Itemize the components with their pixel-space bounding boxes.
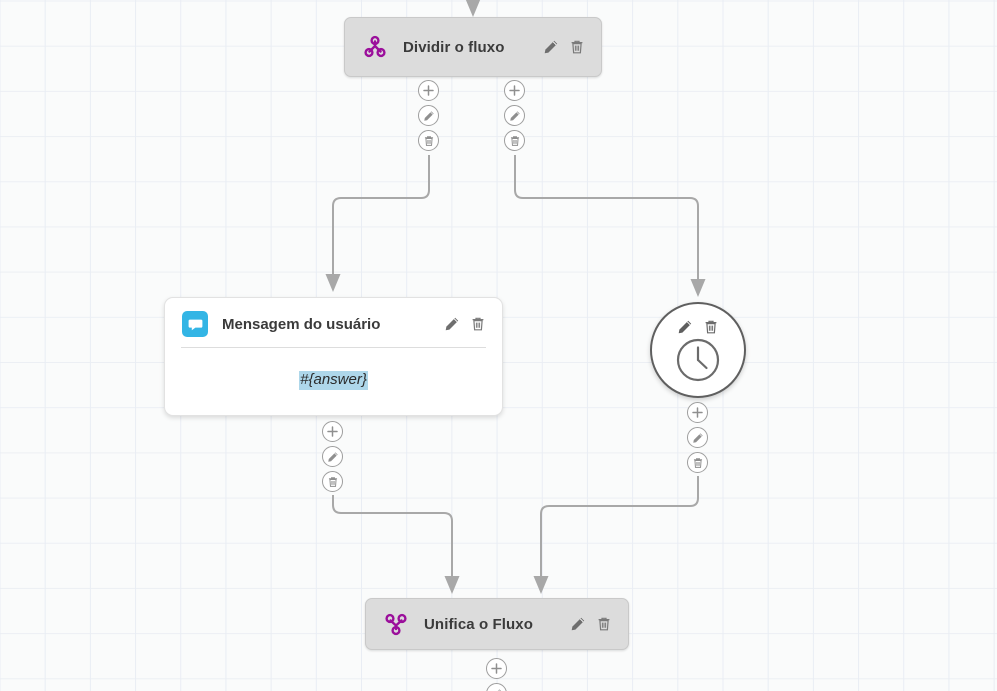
delete-icon[interactable] bbox=[469, 316, 486, 333]
node-actions bbox=[542, 39, 585, 56]
edge-timer-to-merge bbox=[533, 476, 699, 594]
port-stack-split-out-left[interactable] bbox=[418, 80, 439, 151]
port-stack-merge-out[interactable] bbox=[486, 658, 507, 691]
node-dividir-o-fluxo[interactable]: Dividir o fluxo bbox=[344, 17, 602, 77]
card-body: #{answer} bbox=[165, 348, 502, 415]
node-actions bbox=[443, 316, 486, 333]
edit-icon[interactable] bbox=[418, 105, 439, 126]
clock-icon bbox=[675, 337, 721, 388]
edit-icon[interactable] bbox=[443, 316, 460, 333]
node-mensagem-do-usuario[interactable]: Mensagem do usuário bbox=[164, 297, 503, 416]
card-divider bbox=[181, 347, 486, 348]
port-stack-split-out-right[interactable] bbox=[504, 80, 525, 151]
port-stack-timer-out[interactable] bbox=[687, 402, 708, 473]
edge-message-to-merge bbox=[332, 495, 460, 594]
delete-icon[interactable] bbox=[504, 130, 525, 151]
edge-split-to-message bbox=[325, 155, 430, 292]
speech-bubble-icon bbox=[182, 311, 208, 337]
edit-icon[interactable] bbox=[542, 39, 559, 56]
port-stack-message-out[interactable] bbox=[322, 421, 343, 492]
node-actions bbox=[569, 616, 612, 633]
delete-icon[interactable] bbox=[568, 39, 585, 56]
node-timer[interactable] bbox=[650, 302, 746, 398]
split-icon bbox=[361, 33, 389, 61]
add-icon[interactable] bbox=[322, 421, 343, 442]
edit-icon[interactable] bbox=[486, 683, 507, 691]
delete-icon[interactable] bbox=[703, 318, 720, 335]
add-icon[interactable] bbox=[418, 80, 439, 101]
card-header: Mensagem do usuário bbox=[165, 298, 502, 347]
variable-chip[interactable]: #{answer} bbox=[299, 371, 368, 390]
delete-icon[interactable] bbox=[595, 616, 612, 633]
node-unifica-o-fluxo[interactable]: Unifica o Fluxo bbox=[365, 598, 629, 650]
edit-icon[interactable] bbox=[687, 427, 708, 448]
edit-icon[interactable] bbox=[504, 105, 525, 126]
add-icon[interactable] bbox=[504, 80, 525, 101]
merge-icon bbox=[382, 610, 410, 638]
edit-icon[interactable] bbox=[322, 446, 343, 467]
delete-icon[interactable] bbox=[687, 452, 708, 473]
add-icon[interactable] bbox=[687, 402, 708, 423]
edit-icon[interactable] bbox=[677, 318, 694, 335]
node-actions bbox=[677, 318, 720, 335]
add-icon[interactable] bbox=[486, 658, 507, 679]
node-title: Dividir o fluxo bbox=[403, 38, 505, 56]
delete-icon[interactable] bbox=[322, 471, 343, 492]
edge-split-to-timer bbox=[514, 155, 706, 297]
delete-icon[interactable] bbox=[418, 130, 439, 151]
node-title: Unifica o Fluxo bbox=[424, 615, 534, 633]
node-title: Mensagem do usuário bbox=[222, 315, 381, 333]
edit-icon[interactable] bbox=[569, 616, 586, 633]
